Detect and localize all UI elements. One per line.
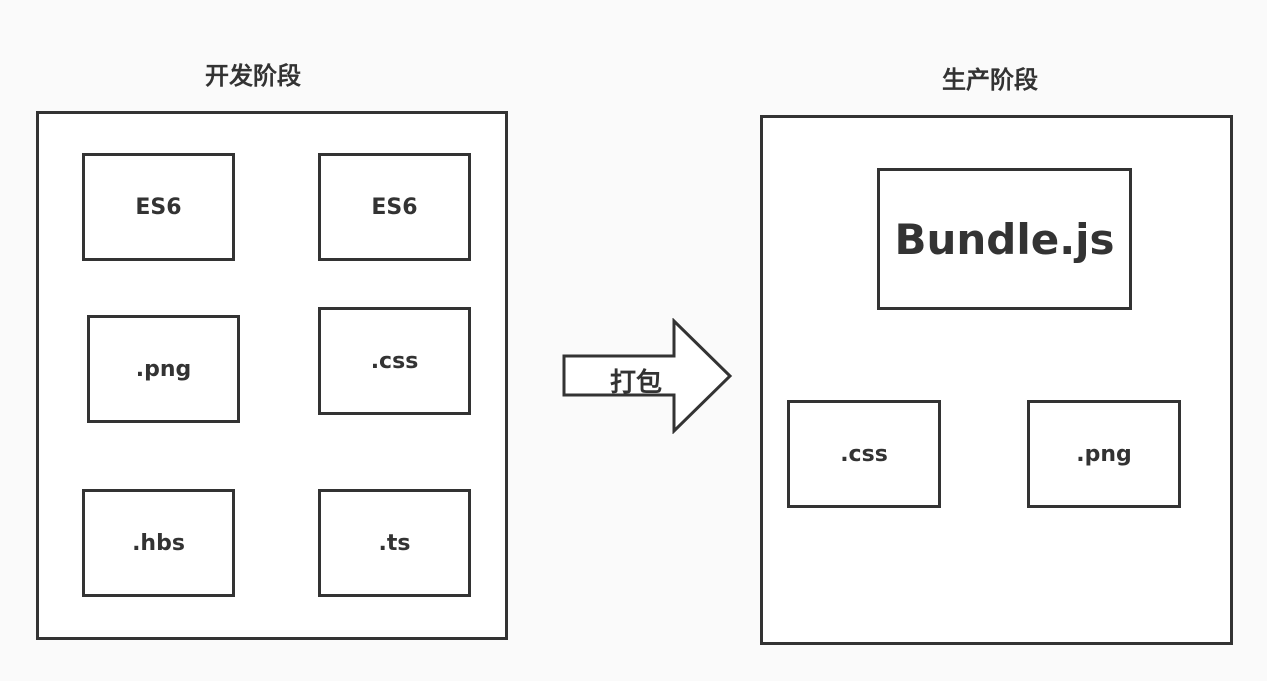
prod-file-box-css: .css <box>787 400 941 508</box>
prod-stage-title: 生产阶段 <box>942 66 1038 94</box>
prod-file-box-png: .png <box>1027 400 1181 508</box>
bundle-js-box: Bundle.js <box>877 168 1132 310</box>
packaging-arrow <box>562 318 733 434</box>
dev-file-box-es6-2: ES6 <box>318 153 471 261</box>
prod-file-label: .css <box>840 441 888 467</box>
dev-file-box-ts: .ts <box>318 489 471 597</box>
dev-file-box-png: .png <box>87 315 240 423</box>
bundle-js-label: Bundle.js <box>894 214 1115 264</box>
dev-file-label: .ts <box>378 530 411 556</box>
dev-file-label: .hbs <box>132 530 185 556</box>
dev-file-label: .png <box>135 356 192 382</box>
arrow-shape <box>562 318 733 434</box>
dev-stage-title: 开发阶段 <box>205 62 301 90</box>
prod-file-label: .png <box>1076 441 1132 467</box>
dev-file-box-hbs: .hbs <box>82 489 235 597</box>
packaging-label: 打包 <box>610 368 663 398</box>
dev-file-box-es6-1: ES6 <box>82 153 235 261</box>
prod-stage-panel <box>760 115 1233 645</box>
dev-file-label: ES6 <box>135 194 182 220</box>
dev-file-label: ES6 <box>371 194 418 220</box>
dev-file-label: .css <box>370 348 419 374</box>
dev-file-box-css: .css <box>318 307 471 415</box>
